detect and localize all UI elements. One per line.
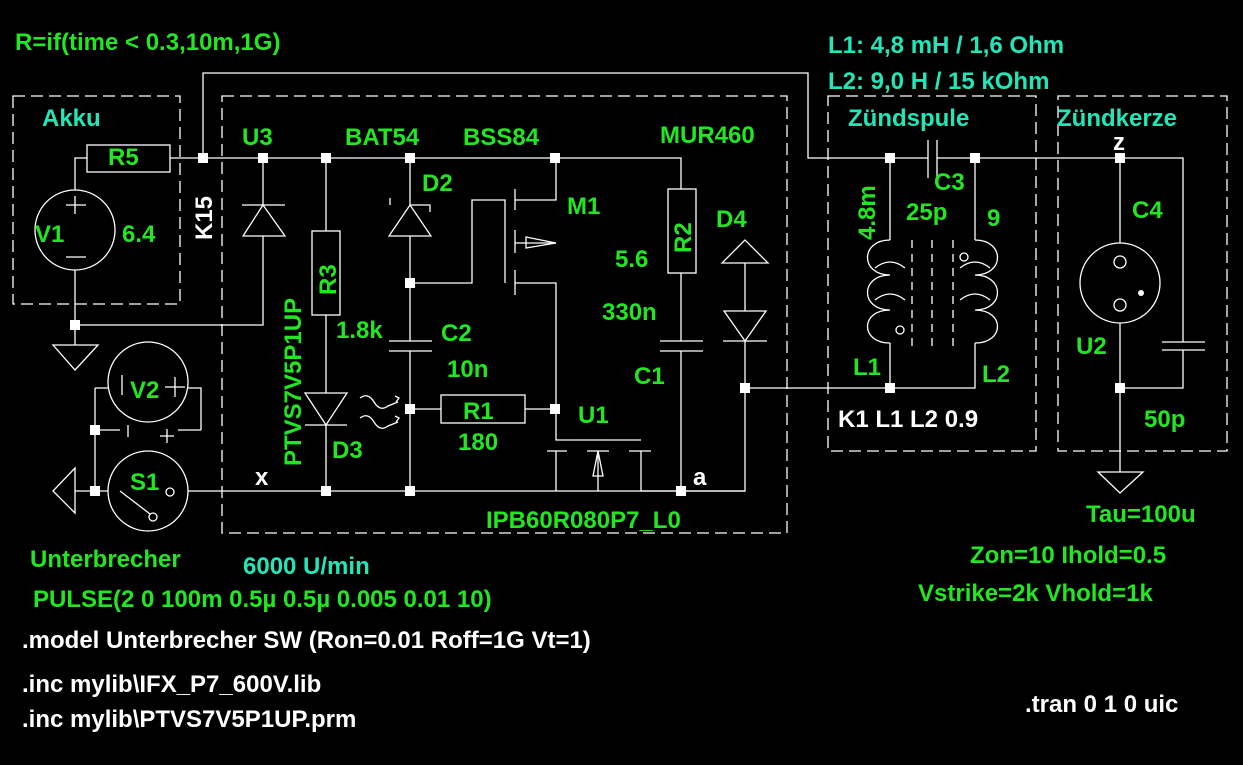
a-net-label[interactable]: a xyxy=(693,464,707,491)
inc-directive-1[interactable]: .inc mylib\IFX_P7_600V.lib xyxy=(22,671,321,698)
v2-name[interactable]: V2 xyxy=(130,377,159,404)
akku-label[interactable]: Akku xyxy=(42,105,101,132)
d4-value[interactable]: MUR460 xyxy=(660,122,755,149)
u3-value[interactable]: PTVS7V5P1UP xyxy=(280,298,307,466)
c1-value[interactable]: 330n xyxy=(602,299,657,326)
tran-directive[interactable]: .tran 0 1 0 uic xyxy=(1025,691,1178,718)
tvs-diode-u3-symbol[interactable] xyxy=(241,203,287,237)
l1-name[interactable]: L1 xyxy=(853,354,881,381)
v1-name[interactable]: V1 xyxy=(35,221,64,248)
switch-s1-symbol[interactable] xyxy=(107,450,189,532)
r2-name[interactable]: R2 xyxy=(670,222,697,253)
capacitor-c2-symbol[interactable] xyxy=(389,340,432,352)
r3-name[interactable]: R3 xyxy=(315,264,342,295)
c2-name[interactable]: C2 xyxy=(441,320,472,347)
rpm-comment[interactable]: 6000 U/min xyxy=(243,553,370,580)
s1-name[interactable]: S1 xyxy=(130,469,159,496)
akku-box xyxy=(12,95,181,305)
zuendkerze-label[interactable]: Zündkerze xyxy=(1057,105,1177,132)
r1-value[interactable]: 180 xyxy=(458,429,498,456)
l1-value[interactable]: 4.8m xyxy=(854,185,881,240)
d3-name[interactable]: D3 xyxy=(332,437,363,464)
u1-name[interactable]: U1 xyxy=(578,402,609,429)
u2-param-vstrike[interactable]: Vstrike=2k Vhold=1k xyxy=(918,580,1153,607)
led-d3-symbol[interactable] xyxy=(303,392,400,429)
r5-expression[interactable]: R=if(time < 0.3,10m,1G) xyxy=(15,29,280,56)
s1-model[interactable]: Unterbrecher xyxy=(30,546,181,573)
u2-param-tau[interactable]: Tau=100u xyxy=(1086,501,1196,528)
d2-name[interactable]: D2 xyxy=(422,170,453,197)
diode-d4-symbol[interactable] xyxy=(720,239,770,343)
d2-value[interactable]: BAT54 xyxy=(345,124,420,151)
resistor-r1-symbol[interactable] xyxy=(440,394,526,424)
u2-param-zon[interactable]: Zon=10 Ihold=0.5 xyxy=(970,542,1166,569)
l2-value[interactable]: 9 xyxy=(987,205,1000,232)
r1-name[interactable]: R1 xyxy=(463,398,494,425)
ground-icon xyxy=(1096,471,1145,494)
coupling-directive[interactable]: K1 L1 L2 0.9 xyxy=(838,406,978,433)
u2-name[interactable]: U2 xyxy=(1076,333,1107,360)
transformer-core xyxy=(911,240,954,347)
k15-net-label[interactable]: K15 xyxy=(191,196,218,240)
d4-name[interactable]: D4 xyxy=(716,206,747,233)
zuendspule-label[interactable]: Zündspule xyxy=(848,105,969,132)
s1-value[interactable]: PULSE(2 0 100m 0.5µ 0.5µ 0.005 0.01 10) xyxy=(33,586,492,613)
zuendkerze-box xyxy=(1057,95,1228,452)
ground-icon xyxy=(52,466,76,515)
resistor-r2-symbol[interactable] xyxy=(667,188,697,274)
capacitor-c1-symbol[interactable] xyxy=(660,340,703,352)
l2-spec-comment[interactable]: L2: 9,0 H / 15 kOhm xyxy=(828,68,1049,95)
junctions xyxy=(70,153,1125,496)
resistor-r5-symbol[interactable] xyxy=(86,144,171,173)
model-directive[interactable]: .model Unterbrecher SW (Ron=0.01 Roff=1G… xyxy=(22,627,591,654)
u3-name[interactable]: U3 xyxy=(242,124,273,151)
voltage-source-v2-symbol[interactable] xyxy=(107,341,189,443)
capacitor-c4-symbol[interactable] xyxy=(1162,341,1205,351)
zuendspule-box xyxy=(827,95,1037,452)
c3-value[interactable]: 25p xyxy=(906,199,947,226)
v1-value[interactable]: 6.4 xyxy=(122,221,156,248)
inductor-l2-symbol[interactable] xyxy=(959,239,999,344)
voltage-source-v1-symbol[interactable] xyxy=(34,189,116,271)
schottky-diode-d2-symbol[interactable] xyxy=(387,198,433,237)
c3-name[interactable]: C3 xyxy=(934,169,965,196)
c2-value[interactable]: 10n xyxy=(447,356,488,383)
r3-value[interactable]: 1.8k xyxy=(336,317,383,344)
inc-directive-2[interactable]: .inc mylib\PTVS7V5P1UP.prm xyxy=(22,706,356,733)
l1-spec-comment[interactable]: L1: 4,8 mH / 1,6 Ohm xyxy=(828,32,1064,59)
mosfet-u1-symbol[interactable] xyxy=(592,450,604,477)
control-box xyxy=(221,95,788,534)
m1-value[interactable]: BSS84 xyxy=(463,124,540,151)
mosfet-m1-symbol[interactable] xyxy=(525,236,557,249)
c4-value[interactable]: 50p xyxy=(1144,406,1185,433)
ground-icon xyxy=(51,344,100,371)
spark-gap-u2-symbol[interactable] xyxy=(1079,242,1161,324)
u1-value[interactable]: IPB60R080P7_L0 xyxy=(486,507,681,534)
r2-value[interactable]: 5.6 xyxy=(615,246,648,273)
x-net-label[interactable]: x xyxy=(255,464,269,491)
m1-name[interactable]: M1 xyxy=(567,193,600,220)
z-net-label[interactable]: z xyxy=(1113,129,1125,156)
inductor-l1-symbol[interactable] xyxy=(866,239,906,344)
l2-name[interactable]: L2 xyxy=(982,361,1010,388)
c4-name[interactable]: C4 xyxy=(1132,197,1163,224)
r5-name[interactable]: R5 xyxy=(108,144,139,171)
capacitor-c3-symbol[interactable] xyxy=(927,140,938,178)
c1-name[interactable]: C1 xyxy=(634,363,665,390)
resistor-r3-symbol[interactable] xyxy=(311,230,341,316)
